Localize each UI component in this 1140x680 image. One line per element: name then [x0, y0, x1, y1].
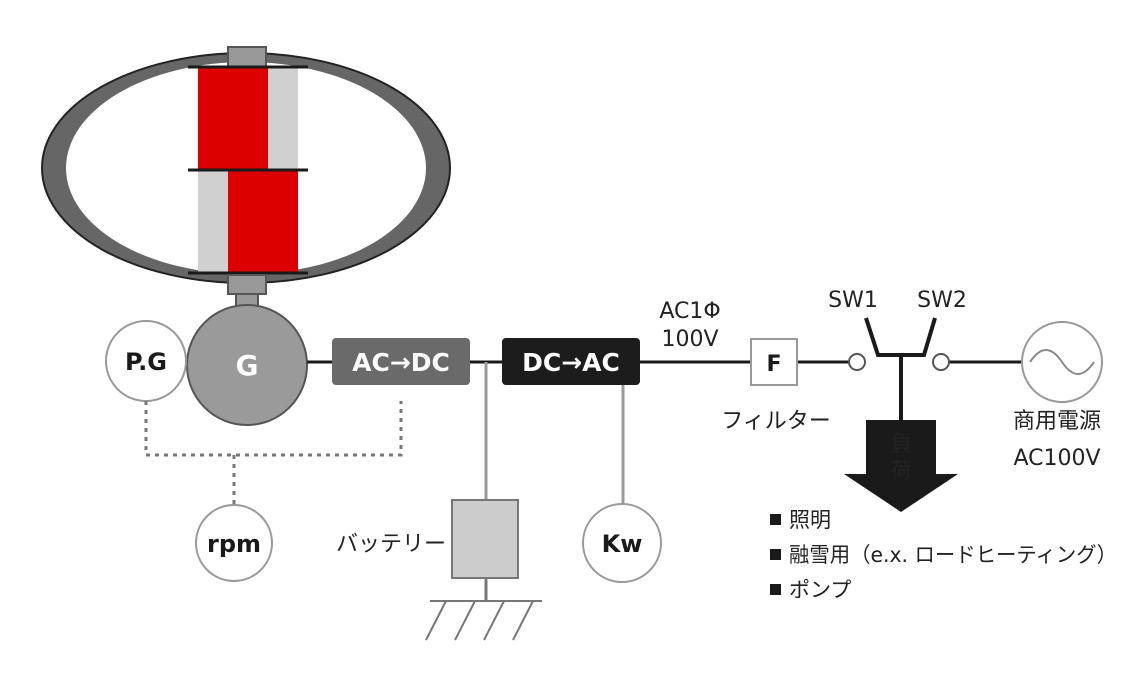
ac-output-phase: AC1Φ	[659, 299, 720, 324]
battery-label: バッテリー	[336, 532, 446, 557]
inverter-dcac	[502, 338, 640, 385]
rotor-blade-upper-right	[268, 67, 298, 170]
shaft-top-cap	[227, 46, 267, 68]
wind-turbine	[40, 46, 452, 309]
load-item-1: 照明	[789, 508, 831, 532]
inverter-dcac-label: DC→AC	[522, 348, 620, 377]
bullet-square	[770, 549, 781, 560]
battery	[451, 499, 519, 579]
shaft-bottom-cap	[227, 274, 267, 295]
grid-source-name: 商用電源	[1013, 409, 1101, 434]
sw2-contact	[932, 353, 950, 371]
kw-meter	[582, 503, 662, 583]
pg-meter-label: P.G	[125, 348, 167, 376]
rotor-blade-lower-left	[198, 170, 228, 273]
load-arrow	[844, 420, 958, 512]
load-arrow-char-2: 荷	[890, 459, 912, 484]
kw-meter-label: Kw	[602, 530, 643, 558]
sw1-label: SW1	[828, 288, 878, 313]
rpm-meter-label: rpm	[207, 530, 261, 558]
signal-line-dotted	[144, 401, 403, 505]
grid-source-voltage: AC100V	[1013, 446, 1100, 471]
switch-bridge	[864, 317, 937, 357]
rotor-blade-lower-right	[228, 170, 298, 273]
ground-symbol	[425, 600, 542, 641]
load-item-3: ポンプ	[789, 578, 851, 602]
sw2-label: SW2	[917, 288, 967, 313]
converter-acdc-label: AC→DC	[352, 348, 450, 377]
load-item-2: 融雪用（e.x. ロードヒーティング）	[789, 543, 1117, 567]
generator	[186, 304, 308, 426]
ac-output-voltage: 100V	[661, 327, 718, 352]
filter-box	[750, 338, 798, 386]
sw1-contact	[848, 353, 866, 371]
bullet-square	[770, 514, 781, 525]
load-arrow-char-1: 負	[890, 432, 912, 457]
converter-acdc	[332, 338, 470, 385]
sine-wave-icon	[1029, 349, 1095, 375]
bullet-square	[770, 584, 781, 595]
rotor-blade-upper-left	[198, 67, 268, 170]
turbine-ring-edge	[40, 52, 452, 284]
filter-box-label: F	[766, 352, 781, 377]
rpm-meter	[195, 504, 273, 582]
generator-label: G	[236, 349, 259, 382]
filter-caption: フィルター	[721, 409, 831, 434]
